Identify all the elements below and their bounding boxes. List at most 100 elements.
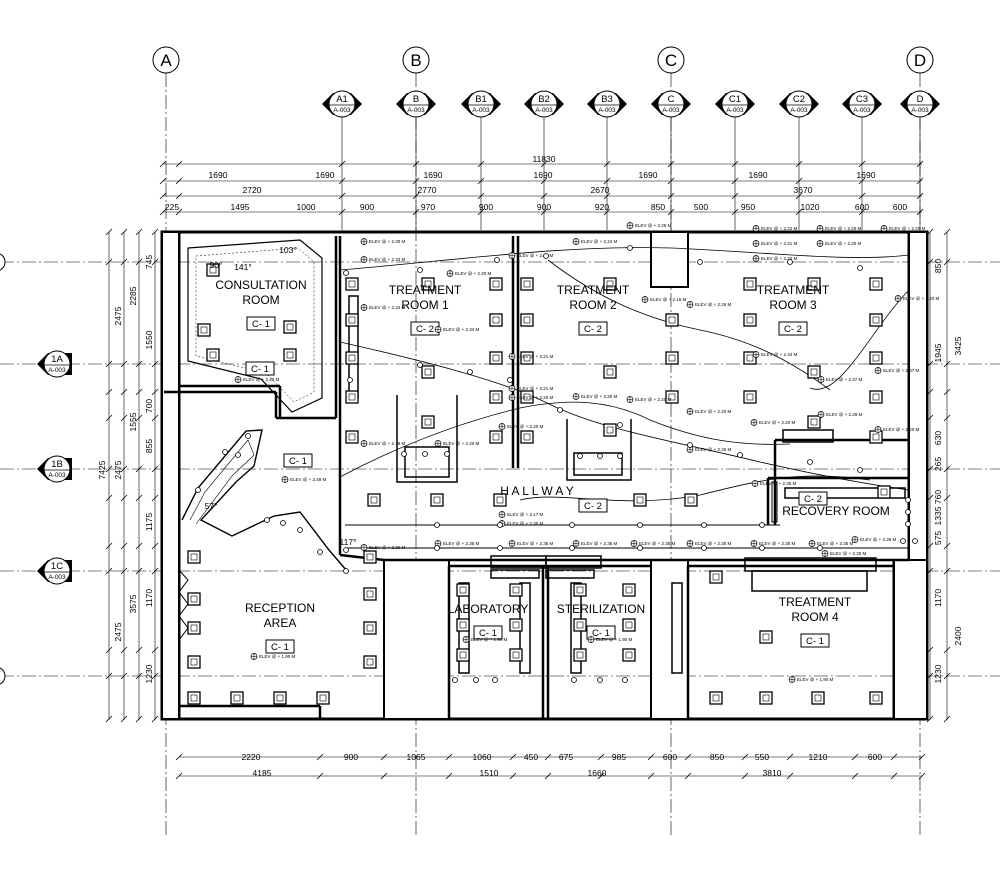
room-name: CONSULTATION xyxy=(215,278,306,292)
dimension-text: 450 xyxy=(524,752,538,762)
wall-fills xyxy=(161,231,928,720)
left-grid-bubbles xyxy=(0,253,6,685)
dimension-text: 1510 xyxy=(480,768,499,778)
dimension-text: 675 xyxy=(559,752,573,762)
section-label: C xyxy=(668,94,675,105)
grid-bubble xyxy=(402,46,430,74)
dimension-text: 760 xyxy=(933,490,943,504)
section-sheet: A-003 xyxy=(48,472,66,479)
dimension-text: 2285 xyxy=(128,286,138,305)
elevation-text: ELEV @ + 2.20 M xyxy=(761,256,797,261)
dimension-text: 745 xyxy=(144,255,154,269)
section-sheet: A-003 xyxy=(726,107,744,114)
elevation-marker: ELEV @ + 2.28 M xyxy=(817,411,862,418)
section-marker: 1CA-003 xyxy=(37,557,72,585)
angle-label: 141° xyxy=(234,262,252,272)
dimension-text: 600 xyxy=(868,752,882,762)
dimension-text: 920 xyxy=(595,202,609,212)
dimension-text: 900 xyxy=(360,202,374,212)
section-sheet: A-003 xyxy=(662,107,680,114)
elevation-text: ELEV @ + 2.35 M xyxy=(581,541,617,546)
elevation-marker: ELEV @ + 2.35 M xyxy=(572,540,617,547)
elevation-text: ELEV @ + 2.30 M xyxy=(369,239,405,244)
dimension-text: 1690 xyxy=(209,170,228,180)
section-marker: DA-003 xyxy=(900,90,940,118)
elevation-marker: ELEV @ + 2.34 M xyxy=(752,351,797,358)
section-marker: A1A-003 xyxy=(322,90,362,118)
elevation-marker: ELEV @ + 2.20 M xyxy=(626,396,671,403)
dimension-text: 1335 xyxy=(933,506,943,525)
reception-soffit-inner xyxy=(189,439,255,525)
section-marker: C1A-003 xyxy=(715,90,755,118)
grid-label: C xyxy=(665,51,677,70)
elevation-text: ELEV @ + 2.20 M xyxy=(883,427,919,432)
elevation-text: ELEV @ + 2.36 M xyxy=(369,545,405,550)
dimension-text: 2475 xyxy=(113,622,123,641)
elevation-marker: ELEV @ + 2.35 M xyxy=(508,540,553,547)
grid-bubble xyxy=(657,46,685,74)
section-sheet: A-003 xyxy=(407,107,425,114)
ceiling-tag-box xyxy=(283,453,313,468)
section-marker: B1A-003 xyxy=(461,90,501,118)
ceiling-tag: C- 2 xyxy=(584,501,602,512)
dimension-text: 900 xyxy=(479,202,493,212)
elevation-text: ELEV @ + 2.28 M xyxy=(826,412,862,417)
elevation-marker: ELEV @ + 2.26 M xyxy=(686,446,731,453)
dimension-text: 600 xyxy=(855,202,869,212)
elevation-marker: ELEV @ + 2.35 M xyxy=(821,550,866,557)
angle-label: 103° xyxy=(279,245,297,255)
dimension-overall: 11830 xyxy=(532,154,555,164)
dimension-text: 1550 xyxy=(144,330,154,349)
ceiling-tag: C- 1 xyxy=(479,628,497,639)
room-name: TREATMENT xyxy=(557,283,630,297)
elevation-marker: ELEV @ + 2.33 M xyxy=(360,256,405,263)
dimension-text: 2400 xyxy=(953,626,963,645)
elevation-text: ELEV @ + 1.90 M xyxy=(259,654,295,659)
ceiling-tag-box xyxy=(586,625,616,640)
dimension-text: 950 xyxy=(741,202,755,212)
room-name: LABORATORY xyxy=(448,602,529,616)
room-name: RECEPTION xyxy=(245,601,315,615)
elevation-marker: ELEV @ + 2.20 M xyxy=(880,225,925,232)
dimension-text: 3425 xyxy=(953,336,963,355)
elevation-marker: ELEV @ + 2.20 M xyxy=(446,270,491,277)
section-marker: C A-003 xyxy=(651,90,691,118)
elevation-text: ELEV @ + 2.20 M xyxy=(455,271,491,276)
ceiling-tag-box xyxy=(798,491,828,506)
elevation-marker: ELEV @ + 2.20 M xyxy=(434,440,479,447)
elevation-marker: ELEV @ + 2.34 M xyxy=(434,326,479,333)
elevation-text: ELEV @ + 2.34 M xyxy=(443,327,479,332)
room-name: ROOM 1 xyxy=(401,298,449,312)
elevation-marker: ELEV @ + 2.20 M xyxy=(874,426,919,433)
section-marker: C2A-003 xyxy=(779,90,819,118)
dimension-text: 850 xyxy=(710,752,724,762)
dimension-text: 985 xyxy=(612,752,626,762)
elevation-text: ELEV @ + 2.18 M xyxy=(369,441,405,446)
elevation-text: ELEV @ + 2.26 M xyxy=(695,447,731,452)
section-sheet: A-003 xyxy=(790,107,808,114)
dimension-text: 1690 xyxy=(316,170,335,180)
section-label: A1 xyxy=(336,94,348,105)
ceiling-tag: C- 1 xyxy=(252,319,270,330)
section-label: B2 xyxy=(538,94,550,105)
elevation-marker: ELEV @ + 2.35 M xyxy=(751,480,796,487)
elevation-marker: ELEV @ + 2.20 M xyxy=(894,295,939,302)
dimension-text: 1690 xyxy=(749,170,768,180)
elevation-text: ELEV @ + 2.20 M xyxy=(517,395,553,400)
elevation-marker: ELEV @ + 2.21 M xyxy=(752,240,797,247)
dimension-text: 550 xyxy=(755,752,769,762)
dimension-text: 1230 xyxy=(933,664,943,683)
section-label: B1 xyxy=(475,94,487,105)
section-marker: 1BA-003 xyxy=(37,455,72,483)
section-label: C3 xyxy=(856,94,868,105)
dimension-text: 1690 xyxy=(639,170,658,180)
elevation-text: ELEV @ + 2.35 M xyxy=(760,481,796,486)
dimension-text: 575 xyxy=(933,531,943,545)
elevation-text: ELEV @ + 1.90 M xyxy=(797,677,833,682)
angle-label: 57° xyxy=(205,501,218,511)
dimension-text: 1230 xyxy=(144,664,154,683)
dimension-text: 500 xyxy=(694,202,708,212)
